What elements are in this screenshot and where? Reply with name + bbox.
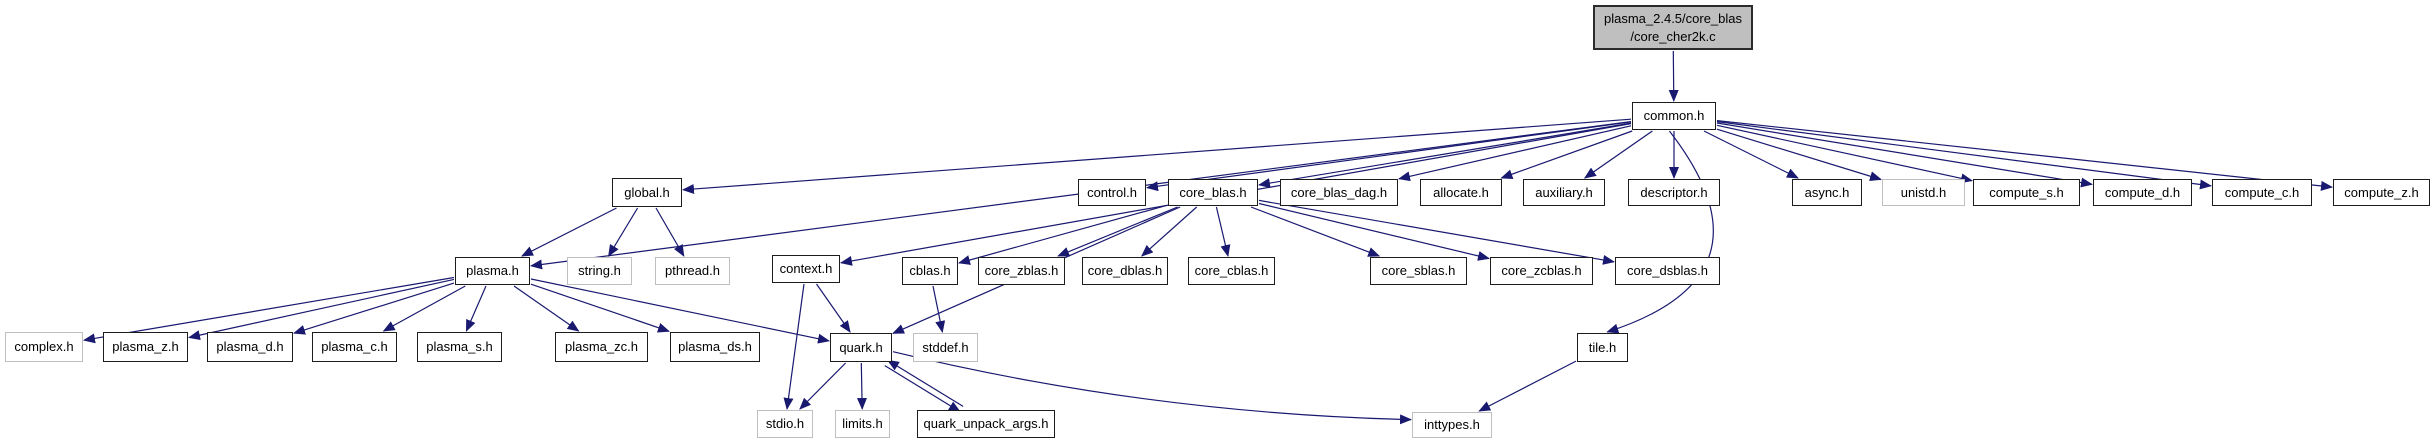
node-plasma-c-h[interactable]: plasma_c.h — [312, 332, 397, 362]
node-unistd-h: unistd.h — [1882, 179, 1965, 206]
edge-common-to-core_blas — [1258, 122, 1632, 189]
node-compute-d-h[interactable]: compute_d.h — [2093, 179, 2192, 206]
node-tile-h[interactable]: tile.h — [1577, 333, 1628, 362]
edge-common-to-allocate — [1500, 130, 1633, 179]
node-auxiliary-h[interactable]: auxiliary.h — [1523, 179, 1605, 206]
edge-cblas-to-stddef — [932, 285, 946, 333]
node-plasma-s-h[interactable]: plasma_s.h — [417, 332, 502, 362]
edge-tile-to-inttypes — [1478, 360, 1577, 412]
node-global-h[interactable]: global.h — [612, 178, 682, 207]
edge-core_blas-to-core_dblas — [1141, 206, 1198, 257]
edge-context-to-quark — [816, 283, 851, 333]
node-cblas-h[interactable]: cblas.h — [902, 257, 958, 285]
edge-cher2k-to-common — [1668, 50, 1679, 102]
edge-core_blas-to-core_zblas — [1057, 206, 1178, 257]
node-pthread-h: pthread.h — [655, 257, 730, 285]
node-compute-c-h[interactable]: compute_c.h — [2212, 179, 2312, 206]
node-context-h[interactable]: context.h — [772, 255, 840, 283]
edge-common-to-compute_d — [1716, 122, 2093, 188]
node-plasma-d-h[interactable]: plasma_d.h — [207, 332, 293, 362]
edge-plasma-to-plasma_c — [382, 285, 466, 332]
node-stdio-h: stdio.h — [757, 410, 813, 438]
edge-common-to-compute_z — [1716, 120, 2333, 191]
edge-common-to-core_blas_dag — [1398, 125, 1632, 182]
edge-plasma-to-complex — [83, 276, 455, 344]
edge-quark-to-limits — [856, 362, 867, 410]
edge-core_blas-to-core_sblas — [1250, 206, 1381, 257]
node-inttypes-h: inttypes.h — [1412, 412, 1492, 438]
edge-common-to-tile — [1606, 130, 1714, 334]
node-core-blas-dag-h[interactable]: core_blas_dag.h — [1280, 179, 1398, 206]
edge-common-to-auxiliary — [1583, 130, 1653, 179]
node-compute-s-h[interactable]: compute_s.h — [1973, 179, 2080, 206]
node-core-cblas-h[interactable]: core_cblas.h — [1188, 257, 1275, 285]
edge-common-to-control — [1146, 121, 1632, 192]
node-control-h[interactable]: control.h — [1078, 179, 1146, 206]
edge-common-to-compute_c — [1716, 121, 2212, 190]
node-core-dblas-h[interactable]: core_dblas.h — [1082, 257, 1168, 285]
node-core-cher2k-c: plasma_2.4.5/core_blas /core_cher2k.c — [1593, 5, 1753, 50]
edge-core_blas-to-core_dsblas — [1258, 199, 1615, 265]
edge-common-to-unistd — [1716, 128, 1882, 182]
node-stddef-h: stddef.h — [913, 333, 978, 362]
edge-plasma-to-plasma_d — [293, 282, 455, 335]
node-core-zcblas-h[interactable]: core_zcblas.h — [1490, 257, 1593, 285]
node-core-blas-h[interactable]: core_blas.h — [1168, 179, 1258, 206]
node-quark-unpack-args-h[interactable]: quark_unpack_args.h — [917, 410, 1055, 438]
edge-plasma-to-plasma_s — [465, 285, 487, 332]
edge-global-to-string — [608, 207, 639, 257]
node-plasma-zc-h[interactable]: plasma_zc.h — [555, 332, 648, 362]
edge-quark-to-stdio — [799, 362, 847, 410]
node-limits-h: limits.h — [835, 410, 890, 438]
node-allocate-h[interactable]: allocate.h — [1420, 179, 1502, 206]
edge-plasma-to-plasma_ds — [530, 283, 670, 333]
edge-common-to-compute_s — [1716, 124, 1973, 184]
edge-plasma-to-plasma_zc — [513, 285, 580, 332]
edge-core_blas-to-cblas — [958, 204, 1168, 265]
node-core-zblas-h[interactable]: core_zblas.h — [978, 257, 1065, 285]
node-string-h: string.h — [567, 257, 632, 285]
edge-quark_unpack-to-quark — [887, 359, 964, 407]
node-quark-h[interactable]: quark.h — [830, 333, 892, 362]
edge-global-to-plasma — [521, 207, 617, 257]
node-plasma-z-h[interactable]: plasma_z.h — [103, 332, 188, 362]
node-core-sblas-h[interactable]: core_sblas.h — [1370, 257, 1467, 285]
edge-core_blas-to-core_cblas — [1215, 206, 1231, 257]
node-core-dsblas-h[interactable]: core_dsblas.h — [1615, 257, 1720, 285]
node-complex-h: complex.h — [5, 332, 83, 362]
node-descriptor-h[interactable]: descriptor.h — [1628, 179, 1720, 206]
edge-global-to-pthread — [655, 207, 685, 257]
edge-core_blas-to-core_zcblas — [1258, 202, 1490, 261]
node-common-h[interactable]: common.h — [1632, 102, 1716, 130]
node-plasma-h[interactable]: plasma.h — [455, 257, 530, 285]
edge-quark-to-quark_unpack — [884, 365, 961, 413]
edge-context-to-stdio — [783, 283, 805, 410]
edge-common-to-async — [1703, 130, 1799, 179]
edge-plasma-to-plasma_z — [188, 278, 455, 341]
node-async-h[interactable]: async.h — [1792, 179, 1862, 206]
node-compute-z-h[interactable]: compute_z.h — [2333, 179, 2430, 206]
node-plasma-ds-h[interactable]: plasma_ds.h — [670, 332, 760, 362]
